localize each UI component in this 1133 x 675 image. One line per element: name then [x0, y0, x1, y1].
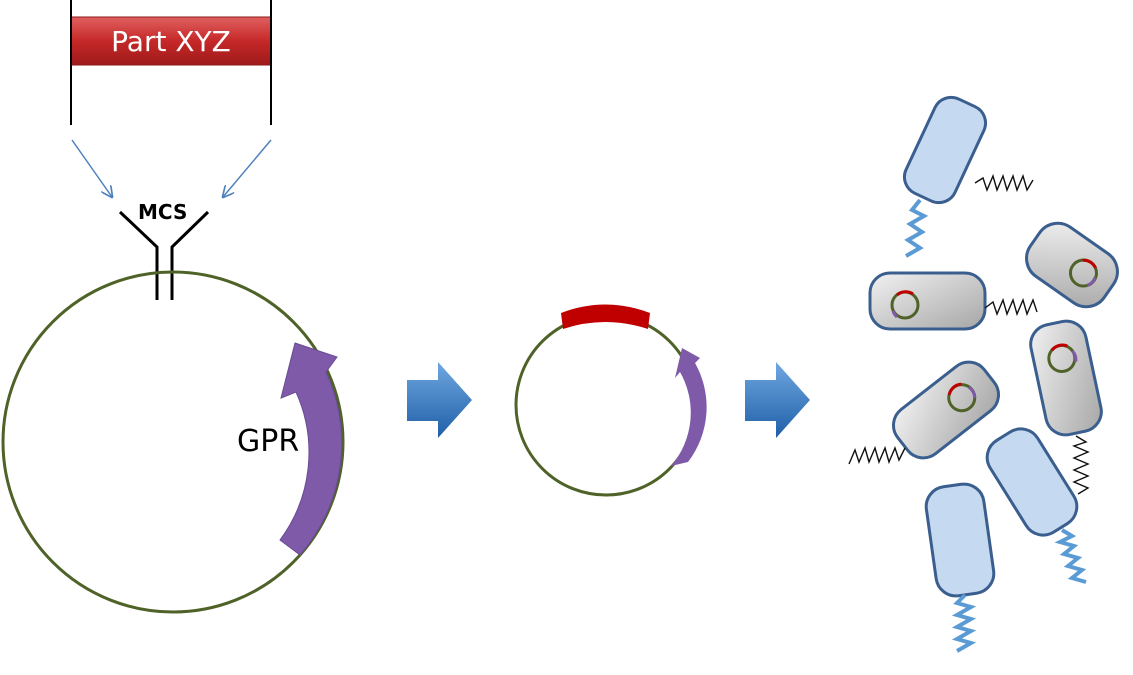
bacteria-population — [848, 95, 1119, 653]
mcs-label: MCS — [138, 200, 188, 224]
plasmid-backbone-large — [1, 270, 345, 614]
flagellum — [848, 445, 906, 465]
bacterium-icon — [985, 427, 1079, 537]
plasmid-backbone-small — [514, 313, 698, 497]
small-gpr-arrow-icon — [671, 348, 707, 466]
part-xyz-insert — [70, 0, 272, 125]
flagellum — [951, 593, 977, 653]
part-xyz-label: Part XYZ — [111, 24, 231, 58]
insert-arrow-left — [71, 139, 112, 197]
bacterium-icon — [891, 360, 1001, 460]
step-arrow-icon-2 — [745, 362, 810, 438]
bacterium-icon — [1029, 319, 1103, 437]
bacterium-icon — [868, 271, 987, 331]
bacterium-icon — [1025, 221, 1119, 309]
mcs-site — [118, 210, 210, 300]
part-xyz-box — [70, 16, 272, 66]
insert-arrow-right — [223, 139, 272, 197]
bacterium-icon — [924, 482, 996, 598]
gpr-label: GPR — [237, 424, 300, 459]
small-plasmid-insert — [561, 304, 650, 329]
flagellum — [1072, 435, 1090, 495]
step-arrow-icon-1 — [407, 362, 472, 438]
flagellum — [1054, 528, 1087, 584]
gpr-arrow-icon — [279, 342, 343, 556]
flagellum — [904, 198, 929, 258]
flagellum — [984, 297, 1038, 317]
flagellum — [974, 173, 1034, 193]
bacterium-icon — [902, 95, 988, 205]
